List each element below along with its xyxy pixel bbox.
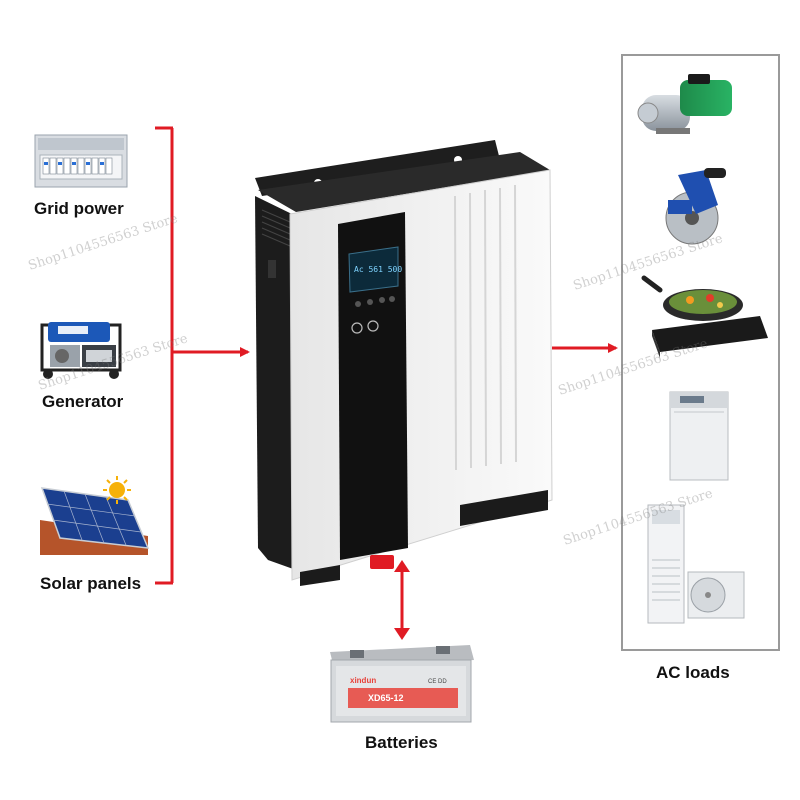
solar-panels-label: Solar panels xyxy=(40,574,142,593)
batteries-label: Batteries xyxy=(365,733,438,752)
generator-label: Generator xyxy=(42,392,124,411)
battery-icon: xindun CE DD XD65-12 xyxy=(330,645,474,723)
battery-model: XD65-12 xyxy=(368,693,404,703)
generator-icon xyxy=(40,322,122,379)
solar-panel-icon xyxy=(40,476,150,555)
battery-cert: CE DD xyxy=(428,679,447,685)
water-pump-icon xyxy=(637,74,732,134)
induction-cooker-icon xyxy=(641,275,768,358)
air-conditioner-icon xyxy=(647,504,745,624)
washing-machine-icon xyxy=(669,391,729,481)
breaker-panel-icon xyxy=(34,134,128,188)
cutting-tool-icon xyxy=(665,168,726,245)
inverter-unit: Ac 561 500 xyxy=(255,140,553,586)
ac-loads-frame xyxy=(621,54,780,651)
grid-power-label: Grid power xyxy=(34,199,124,218)
battery-brand: xindun xyxy=(350,676,376,685)
lcd-readout: Ac 561 500 xyxy=(354,265,402,274)
battery-arrow xyxy=(394,560,410,640)
ac-loads-label: AC loads xyxy=(656,663,730,682)
sources-bracket xyxy=(155,126,174,585)
